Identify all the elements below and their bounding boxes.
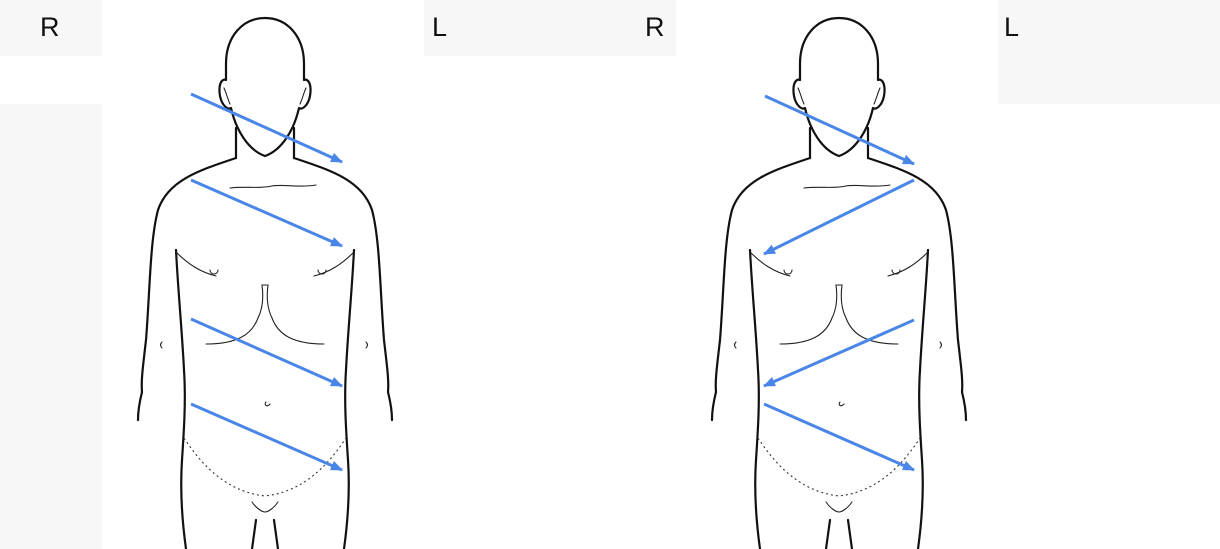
arrow-chest: [764, 180, 914, 254]
anatomy-details: [735, 185, 942, 512]
body-outline: [138, 18, 392, 549]
arrow-lower-abdomen: [764, 404, 914, 470]
arrow-group: [191, 94, 342, 470]
arrow-upper-abdomen: [764, 320, 914, 386]
arrow-upper-abdomen: [191, 319, 342, 386]
arrow-group: [764, 96, 914, 470]
body-diagram-left: [0, 0, 610, 549]
arrow-head-neck: [191, 94, 342, 162]
anatomy-details: [161, 185, 368, 512]
arrow-lower-abdomen: [191, 404, 342, 470]
arrow-chest: [191, 180, 342, 246]
arrow-head-neck: [765, 96, 914, 164]
body-diagram-right: [610, 0, 1220, 549]
body-outline: [712, 18, 966, 549]
